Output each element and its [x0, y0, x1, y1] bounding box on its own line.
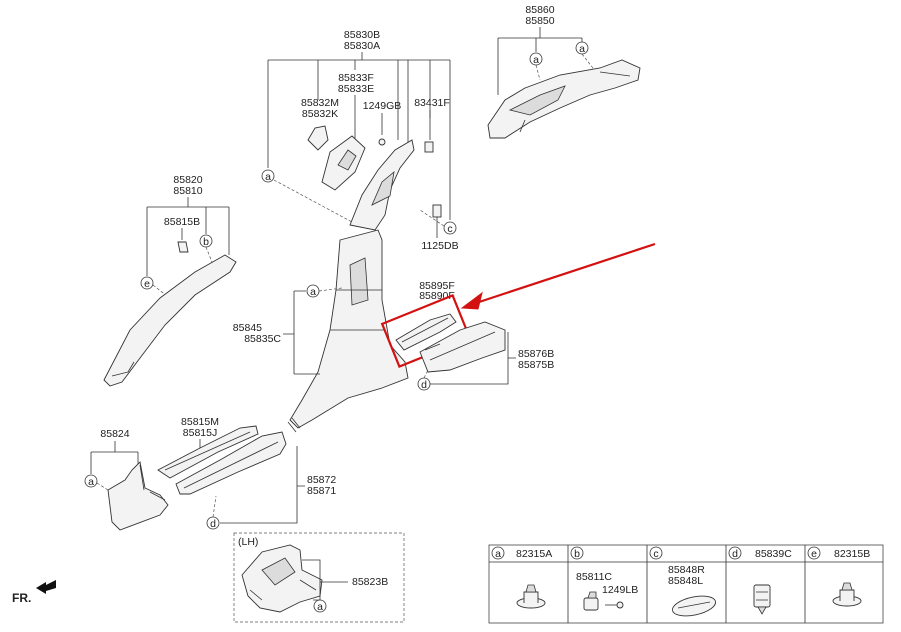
callout-a	[84, 474, 98, 488]
legend-callout-d-text: d	[732, 548, 738, 560]
label-85875B: 85875B	[518, 359, 554, 371]
legend-82315A: 82315A	[516, 548, 552, 560]
callout-b-text: b	[203, 236, 209, 248]
label-85833E: 85833E	[338, 83, 374, 95]
center-pillar-lower-group: 85845 85835C a	[233, 229, 409, 433]
highlight-arrow-line	[469, 242, 656, 307]
label-85860: 85860	[525, 4, 554, 16]
label-85832K: 85832K	[302, 108, 338, 120]
legend-1249LB: 1249LB	[602, 584, 638, 596]
badge-c-drawing	[671, 595, 717, 617]
screw-1249GB	[378, 138, 386, 146]
rear-scuff-trim	[419, 321, 506, 373]
clip-b-drawing	[583, 591, 624, 611]
label-85895F: 85895F	[419, 280, 455, 292]
highlight-arrow-head	[460, 291, 483, 310]
legend-callout-a	[491, 546, 505, 560]
callout-e-text: e	[144, 278, 150, 290]
label-1125DB: 1125DB	[421, 240, 458, 252]
legend-82315B: 82315B	[834, 548, 870, 560]
legend-callout-e-text: e	[811, 548, 817, 560]
callout-d-text: d	[421, 379, 427, 391]
clip-e-drawing	[832, 582, 862, 607]
legend-callout-b	[570, 546, 584, 560]
label-85832M: 85832M	[301, 97, 339, 109]
label-85845: 85845	[233, 322, 262, 334]
label-85815J: 85815J	[183, 427, 217, 439]
center-pillar-upper-group: 85830B 85830A 85833F 85833E 85832M 85832…	[261, 29, 459, 252]
fr-label: FR.	[12, 591, 31, 605]
label-85850: 85850	[525, 15, 554, 27]
label-85833F: 85833F	[338, 72, 374, 84]
callout-e	[140, 276, 154, 290]
cowl-side-group: 85824 a	[84, 428, 169, 531]
bolt-1125DB	[432, 204, 442, 218]
cowl-side-trim	[107, 461, 169, 531]
callout-a-text: a	[265, 171, 271, 183]
callout-a	[261, 169, 275, 183]
callout-a-text: a	[88, 476, 94, 488]
legend-callout-a-text: a	[495, 548, 501, 560]
lh-inset-frame	[233, 532, 405, 623]
label-85815M: 85815M	[181, 416, 219, 428]
label-85876B: 85876B	[518, 348, 554, 360]
scuff-plate-85815M	[157, 425, 259, 479]
front-arrow-icon	[36, 580, 56, 594]
label-85830A: 85830A	[344, 40, 380, 52]
legend-85839C: 85839C	[755, 548, 792, 560]
legend-85848L: 85848L	[668, 575, 703, 587]
legend-callout-c	[649, 546, 663, 560]
label-83431F: 83431F	[414, 97, 450, 109]
legend-callout-d	[728, 546, 742, 560]
lh-inset-group: (LH) 85823B a	[233, 532, 405, 623]
legend-callout-e	[807, 546, 821, 560]
label-85824: 85824	[100, 428, 129, 440]
callout-d-text: d	[210, 518, 216, 530]
clip-d-drawing	[753, 584, 771, 615]
label-85830B: 85830B	[344, 29, 380, 41]
label-1249GB: 1249GB	[363, 100, 402, 112]
label-85823B: 85823B	[352, 576, 388, 588]
legend-callout-b-text: b	[574, 548, 580, 560]
center-pillar-lower-trim	[289, 229, 409, 429]
callout-a-text: a	[579, 43, 585, 55]
highlighted-part-group: 85895F 85890F	[380, 242, 656, 368]
bolt-83431F	[424, 141, 434, 153]
label-85871: 85871	[307, 485, 336, 497]
callout-a	[313, 599, 327, 613]
scuff-plate-85895F	[395, 313, 457, 351]
front-pillar-trim	[103, 254, 237, 387]
clip-a-drawing	[516, 584, 546, 609]
legend-85811C: 85811C	[576, 571, 612, 583]
clip-85815B	[177, 241, 189, 253]
rear-pillar-trim	[487, 59, 641, 139]
clip-85832	[307, 125, 329, 151]
label-85872: 85872	[307, 474, 336, 486]
legend-85848R: 85848R	[668, 564, 705, 576]
callout-c	[443, 221, 457, 235]
front-direction-indicator: FR.	[12, 580, 56, 605]
label-85820: 85820	[173, 174, 202, 186]
legend-callout-c-text: c	[653, 548, 658, 560]
label-lh: (LH)	[238, 536, 258, 548]
fastener-legend-table: a 82315A b 85811C 1249LB c 85848R 85848L…	[488, 544, 884, 624]
label-85810: 85810	[173, 185, 202, 197]
callout-a-text: a	[317, 601, 323, 613]
callout-a-text: a	[310, 286, 316, 298]
rear-scuff-group: 85876B 85875B d	[417, 321, 554, 391]
front-pillar-group: 85820 85810 85815B b e	[103, 174, 237, 387]
label-85815B: 85815B	[164, 216, 200, 228]
callout-a-text: a	[533, 54, 539, 66]
label-85835C: 85835C	[244, 333, 281, 345]
callout-c-text: c	[447, 223, 452, 235]
front-scuff-group: 85815M 85815J 85872 85871 d	[157, 416, 336, 530]
rear-pillar-trim-group: 85860 85850 a a	[487, 4, 641, 139]
